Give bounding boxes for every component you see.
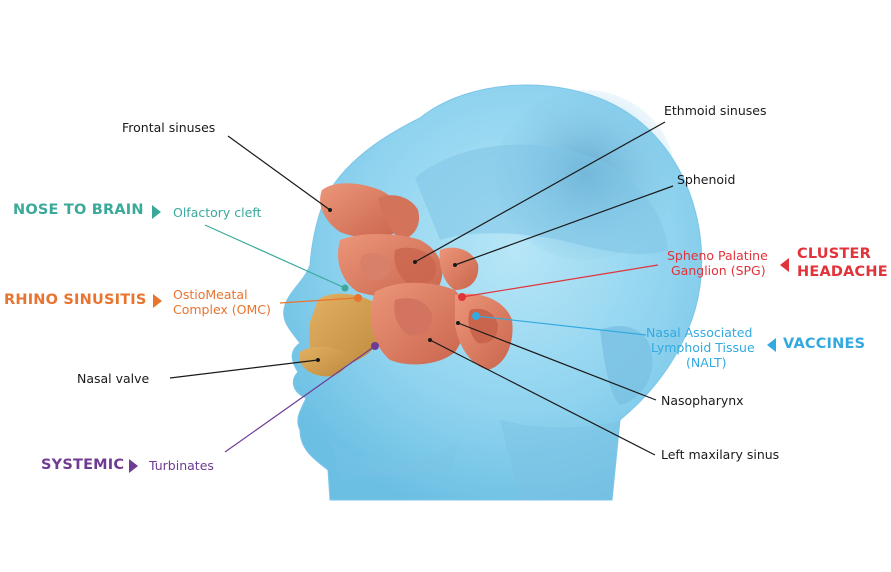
- spg-marker: [458, 293, 466, 301]
- blue-arrow-icon: [767, 338, 776, 352]
- turbinates-label: Turbinates: [149, 458, 214, 473]
- omc-label-line2: Complex (OMC): [173, 302, 271, 317]
- systemic-title: SYSTEMIC: [41, 457, 125, 473]
- omc-marker: [354, 294, 362, 302]
- cluster-headache-title-line2: HEADACHE: [797, 264, 888, 280]
- olfactory-cleft-label: Olfactory cleft: [173, 205, 262, 220]
- nalt-label-line2: Lymphoid Tissue: [651, 340, 755, 355]
- ethmoid-sinuses-label: Ethmoid sinuses: [664, 103, 767, 118]
- maxillary-sinus-label: Left maxilary sinus: [661, 447, 780, 462]
- leader-lines: [169, 121, 674, 456]
- omc-label-line1: OstioMeatal: [173, 287, 248, 302]
- orange-arrow-icon: [153, 294, 162, 308]
- vaccines-title: VACCINES: [783, 336, 866, 352]
- nalt-label-line1: Nasal Associated: [646, 325, 753, 340]
- sphenoid-label: Sphenoid: [677, 172, 736, 187]
- rhino-sinusitis-title: RHINO SINUSITIS: [4, 292, 147, 308]
- frontal-sinuses-label: Frontal sinuses: [122, 120, 216, 135]
- red-arrow-icon: [780, 258, 789, 272]
- cluster-headache-title-line1: CLUSTER: [797, 246, 871, 262]
- turbinates-marker: [371, 342, 379, 350]
- spg-label-line2: Ganglion (SPG): [671, 263, 766, 278]
- nose-to-brain-title: NOSE TO BRAIN: [13, 202, 144, 218]
- marker-dots: [316, 208, 480, 362]
- olfactory-cleft-marker: [341, 284, 349, 292]
- nalt-label-line3: (NALT): [686, 355, 727, 370]
- sinus-structures: [320, 183, 513, 370]
- nasopharynx-label: Nasopharynx: [661, 393, 744, 408]
- teal-arrow-icon: [152, 205, 161, 219]
- spg-label-line1: Spheno Palatine: [667, 248, 768, 263]
- purple-arrow-icon: [129, 459, 138, 473]
- nasal-valve-structure: [300, 293, 382, 377]
- nasal-valve-label: Nasal valve: [77, 371, 150, 386]
- nalt-marker: [472, 312, 480, 320]
